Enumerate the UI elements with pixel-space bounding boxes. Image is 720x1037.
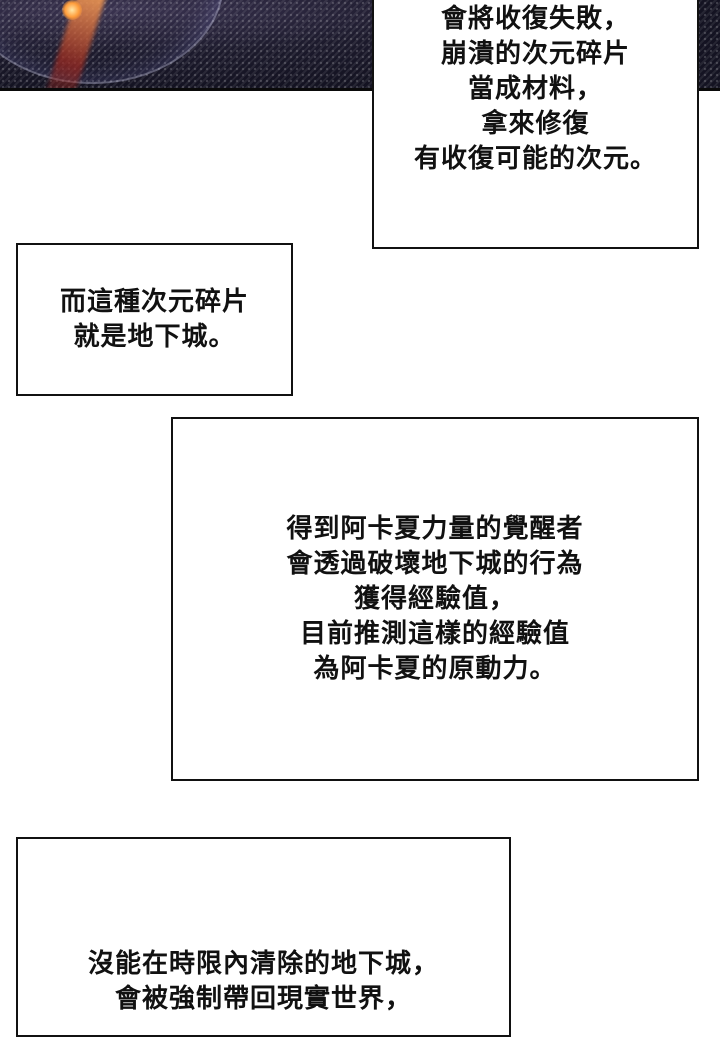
narration-line: 目前推測這樣的經驗值	[299, 618, 570, 649]
narration-box-2: 而這種次元碎片 就是地下城。	[16, 243, 293, 396]
narration-line: 獲得經驗值，	[353, 583, 516, 614]
narration-text-3: 得到阿卡夏力量的覺醒者 會透過破壞地下城的行為 獲得經驗值， 目前推測這樣的經驗…	[286, 512, 583, 687]
narration-text-2: 而這種次元碎片 就是地下城。	[60, 285, 249, 355]
narration-box-4: 沒能在時限內清除的地下城， 會被強制帶回現實世界，	[16, 837, 511, 1037]
narration-line: 得到阿卡夏力量的覺醒者	[286, 513, 584, 544]
narration-line: 有收復可能的次元。	[413, 144, 657, 174]
narration-line: 當成材料，	[467, 74, 603, 104]
narration-line: 會透過破壞地下城的行為	[286, 548, 584, 579]
narration-line: 就是地下城。	[73, 321, 236, 352]
narration-line: 會被強制帶回現實世界，	[114, 984, 412, 1014]
narration-line: 而這種次元碎片	[59, 286, 249, 317]
narration-line: 會將收復失敗，	[440, 4, 630, 34]
narration-box-1: 會將收復失敗， 崩潰的次元碎片 當成材料， 拿來修復 有收復可能的次元。	[372, 0, 699, 249]
narration-text-4: 沒能在時限內清除的地下城， 會被強制帶回現實世界，	[88, 839, 439, 1017]
narration-line: 崩潰的次元碎片	[440, 39, 630, 69]
narration-text-1: 會將收復失敗， 崩潰的次元碎片 當成材料， 拿來修復 有收復可能的次元。	[414, 0, 657, 177]
narration-line: 拿來修復	[481, 109, 590, 139]
narration-line: 沒能在時限內清除的地下城，	[87, 949, 439, 979]
narration-line: 為阿卡夏的原動力。	[313, 653, 557, 684]
narration-box-3: 得到阿卡夏力量的覺醒者 會透過破壞地下城的行為 獲得經驗值， 目前推測這樣的經驗…	[171, 417, 699, 781]
glow-orb	[62, 0, 82, 20]
